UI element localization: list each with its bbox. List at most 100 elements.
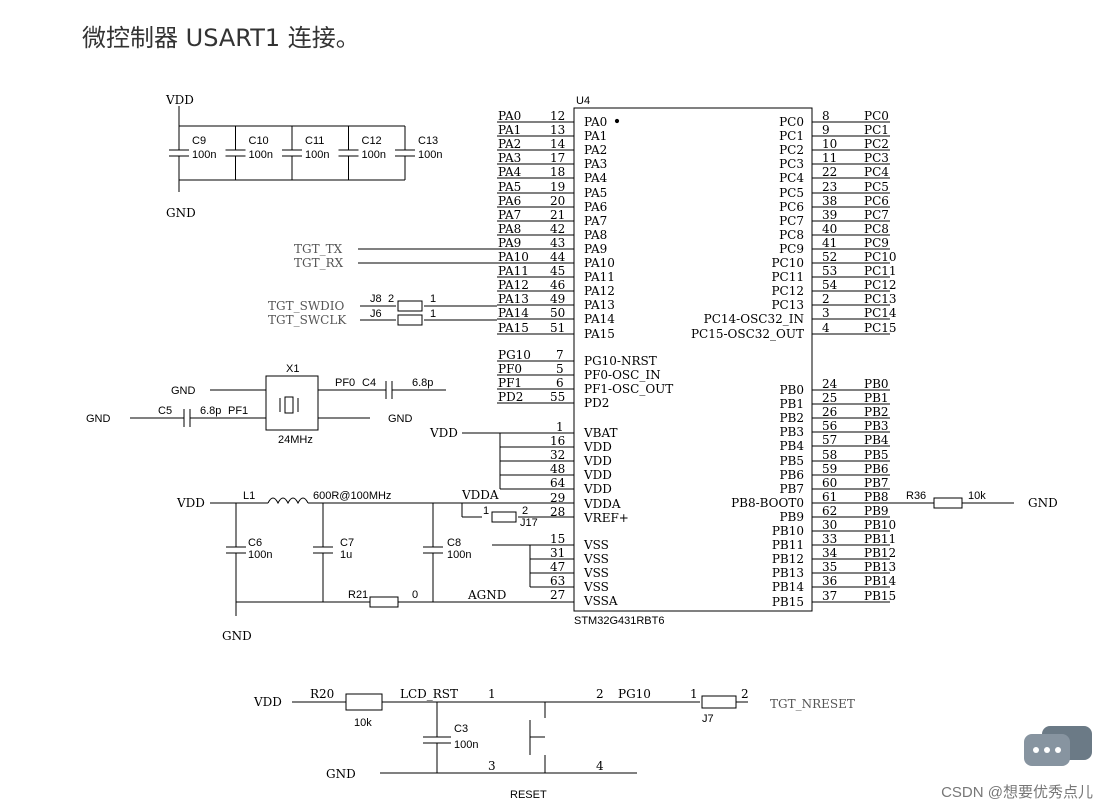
pin-number: 33 [822, 532, 837, 546]
pf0-net-label: PF0 [335, 377, 355, 389]
mcu-ref: U4 [576, 95, 590, 107]
pin-name: PB12 [772, 552, 804, 566]
net-label-pc15: PC15 [864, 321, 897, 335]
tgt-rx-label: TGT_RX [294, 256, 344, 270]
cap-value: 100n [305, 149, 329, 161]
r36-value: 10k [968, 490, 986, 502]
pin-name: PC3 [779, 157, 804, 171]
net-label-pa2: PA2 [498, 137, 521, 151]
pin-name: PC0 [779, 115, 804, 129]
r20-label: R20 [310, 687, 334, 701]
pin-number: 10 [822, 137, 837, 151]
net-label-pb0: PB0 [864, 377, 889, 391]
cap-value: 100n [249, 149, 273, 161]
pin-name: VDDA [583, 497, 621, 511]
pin-name: PA12 [584, 284, 615, 298]
pin-number: 16 [550, 434, 565, 448]
net-label-pa14: PA14 [498, 306, 529, 320]
net-label-pc10: PC10 [864, 250, 897, 264]
net-label-pb3: PB3 [864, 419, 889, 433]
pin-number: 42 [550, 222, 565, 236]
pin-name: VSS [583, 566, 609, 580]
boot-gnd-label: GND [1028, 496, 1058, 510]
pin-number: 20 [550, 194, 565, 208]
j6-label: J6 [370, 308, 382, 320]
pin-name: PA2 [584, 143, 607, 157]
net-label-pb1: PB1 [864, 391, 889, 405]
c6-value: 100n [248, 549, 272, 561]
pin-number: 54 [822, 278, 838, 292]
pin-number: 56 [822, 419, 837, 433]
l1-value: 600R@100MHz [313, 490, 391, 502]
pin-number: 53 [822, 264, 837, 278]
pin-name: PC8 [779, 228, 804, 242]
j17-pin1: 1 [483, 505, 489, 517]
net-label-pb2: PB2 [864, 405, 889, 419]
c5-label: C5 [158, 405, 172, 417]
pin-number: 12 [550, 109, 565, 123]
net-label-pd2: PD2 [498, 390, 523, 404]
pin-name: PB2 [779, 411, 804, 425]
pin1-marker [614, 118, 620, 124]
pin-number: 29 [550, 491, 565, 505]
net-label-pa6: PA6 [498, 194, 521, 208]
c6-label: C6 [248, 537, 262, 549]
vdda-net-label: VDDA [461, 488, 499, 502]
pin-number: 34 [822, 546, 838, 560]
pin-number: 6 [556, 376, 564, 390]
x1-freq: 24MHz [278, 434, 313, 446]
r21-value: 0 [412, 589, 418, 601]
net-label-pc6: PC6 [864, 194, 889, 208]
net-label-pa8: PA8 [498, 222, 521, 236]
pin-name: VSS [583, 552, 609, 566]
tgt-tx-label: TGT_TX [294, 242, 343, 256]
pin-number: 25 [822, 391, 837, 405]
cap-value: 100n [418, 149, 442, 161]
c3-value: 100n [454, 739, 478, 751]
analog-vdd-label: VDD [176, 496, 205, 510]
pin-number: 8 [822, 109, 830, 123]
mcu-part: STM32G431RBT6 [574, 615, 664, 627]
pin-name: PB11 [772, 538, 804, 552]
c8-value: 100n [447, 549, 471, 561]
c5-value: 6.8p [200, 405, 221, 417]
sw-pin4: 4 [596, 759, 604, 773]
net-label-pa15: PA15 [498, 321, 529, 335]
pin-name: PB5 [779, 454, 804, 468]
decoupling-gnd: GND [166, 206, 196, 220]
pin-number: 22 [822, 165, 837, 179]
pin-number: 32 [550, 448, 565, 462]
j17-pin2: 2 [522, 505, 528, 517]
pin-number: 2 [822, 292, 830, 306]
pin-name: PA1 [584, 129, 607, 143]
pin-number: 47 [550, 560, 565, 574]
pin-name: PB10 [772, 524, 804, 538]
pin-name: PC7 [779, 214, 804, 228]
pin-name: PA3 [584, 157, 607, 171]
pin-name: VDD [583, 440, 612, 454]
pin-number: 19 [550, 180, 565, 194]
pin-name: PB3 [779, 425, 804, 439]
j6-pin1: 1 [430, 308, 436, 320]
pin-name: PA15 [584, 327, 615, 341]
pin-name: PC15-OSC32_OUT [691, 327, 804, 341]
pin-name: PF0-OSC_IN [584, 368, 661, 382]
pin-number: 30 [822, 518, 837, 532]
net-label-pa7: PA7 [498, 208, 521, 222]
net-label-pa11: PA11 [498, 264, 529, 278]
pin-name: VSS [583, 580, 609, 594]
c4-label: C4 [362, 377, 376, 389]
pin-name: PB8-BOOT0 [731, 496, 804, 510]
j8-pin1: 1 [430, 293, 436, 305]
net-label-pa3: PA3 [498, 151, 521, 165]
c7-label: C7 [340, 537, 354, 549]
pin-name: VDD [583, 468, 612, 482]
net-label-pb10: PB10 [864, 518, 896, 532]
net-label-pg10: PG10 [498, 348, 531, 362]
pin-number: 26 [822, 405, 837, 419]
sw-pin1: 1 [488, 687, 496, 701]
net-label-pb4: PB4 [864, 433, 889, 447]
net-label-pc7: PC7 [864, 208, 889, 222]
pin-number: 17 [550, 151, 565, 165]
chat-icon[interactable] [1022, 722, 1094, 774]
